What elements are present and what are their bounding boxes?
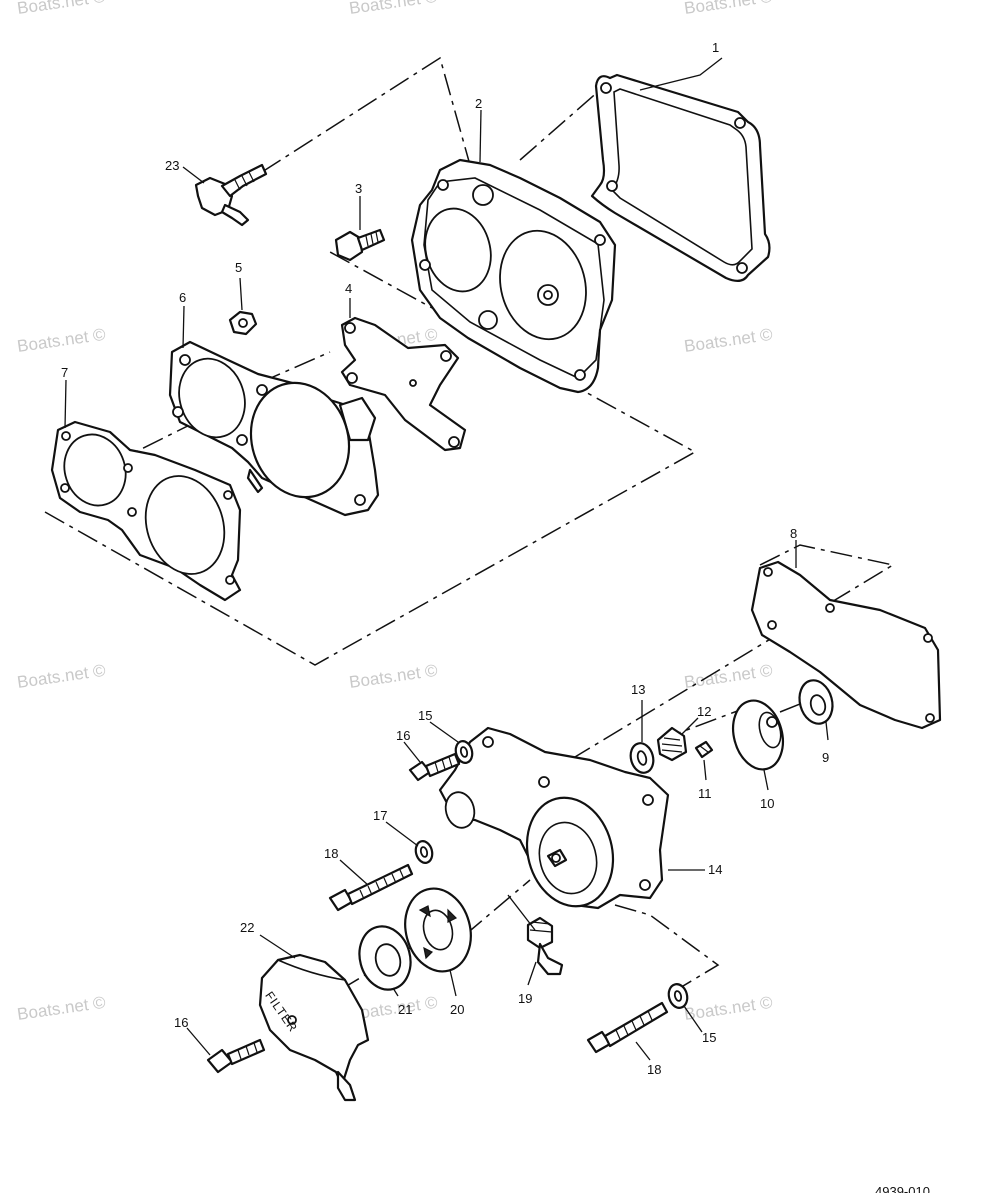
callout-9: 9 [822,750,829,765]
part-12-valve[interactable] [656,726,688,762]
callout-20: 20 [450,1002,464,1017]
callout-12: 12 [697,704,711,719]
part-8-gasket[interactable] [750,560,942,730]
callout-16-upper: 16 [396,728,410,743]
part-1-gasket[interactable] [590,73,771,282]
part-6-housing-cover[interactable] [168,340,380,517]
watermark: Boats.net © [16,0,107,18]
callout-15-upper: 15 [418,708,432,723]
callout-6: 6 [179,290,186,305]
part-16-screw-lower[interactable] [206,1038,266,1074]
part-3-bolt[interactable] [334,228,386,262]
part-9-washer[interactable] [795,677,837,728]
watermark: Boats.net © [683,0,774,18]
part-15-washer-lower[interactable] [666,982,690,1010]
assembly-line-gasket [519,89,601,161]
callout-23: 23 [165,158,179,173]
part-19-fitting[interactable] [526,916,564,976]
watermark: Boats.net © [16,661,107,692]
callout-22: 22 [240,920,254,935]
part-4-bracket[interactable] [340,316,467,452]
callout-4: 4 [345,281,352,296]
part-13-washer[interactable] [627,741,656,776]
watermark: Boats.net © [683,661,774,692]
part-15-washer-upper[interactable] [453,739,474,764]
part-16-screw-upper[interactable] [408,752,461,782]
callout-10: 10 [760,796,774,811]
watermark: Boats.net © [16,993,107,1024]
callout-8: 8 [790,526,797,541]
assembly-line-lower-gasket [569,544,896,761]
assembly-line-lower-bolt [614,904,720,996]
callout-7: 7 [61,365,68,380]
assembly-line-elbow [261,56,471,173]
assembly-line-disc [779,699,811,713]
part-18-long-screw-left[interactable] [328,863,414,912]
callout-21: 21 [398,1002,412,1017]
callouts: 1 2 3 4 5 6 7 8 9 10 11 12 13 14 15 16 1 [61,40,829,1077]
part-code: 4939-010 [875,1184,930,1193]
part-2-pump-cover[interactable] [410,158,617,394]
assembly-line-plate [464,879,531,936]
part-5-nut[interactable] [228,310,258,336]
callout-1: 1 [712,40,719,55]
callout-19: 19 [518,991,532,1006]
callout-17: 17 [373,808,387,823]
callout-16-lower: 16 [174,1015,188,1030]
part-7-gasket[interactable] [50,420,242,602]
callout-3: 3 [355,181,362,196]
part-23-elbow[interactable] [194,163,268,227]
callout-14: 14 [708,862,722,877]
part-11-screw[interactable] [694,740,714,759]
part-20-plate[interactable] [396,881,480,979]
watermark: Boats.net © [683,325,774,356]
callout-11: 11 [698,786,712,801]
part-18-long-screw-right[interactable] [586,1001,669,1054]
callout-15-lower: 15 [702,1030,716,1045]
callout-18-left: 18 [324,846,338,861]
callout-13: 13 [631,682,645,697]
callout-5: 5 [235,260,242,275]
watermark: Boats.net © [683,993,774,1024]
watermark: Boats.net © [348,661,439,692]
callout-18-right: 18 [647,1062,661,1077]
part-14-pump-body[interactable] [438,726,670,916]
callout-2: 2 [475,96,482,111]
part-21-washer-ring[interactable] [353,921,418,996]
watermark: Boats.net © [348,0,439,18]
watermark: Boats.net © [16,325,107,356]
part-22-filter-cover[interactable]: FILTER [258,953,370,1102]
part-17-ring[interactable] [413,839,434,864]
part-10-diaphragm[interactable] [726,695,790,775]
